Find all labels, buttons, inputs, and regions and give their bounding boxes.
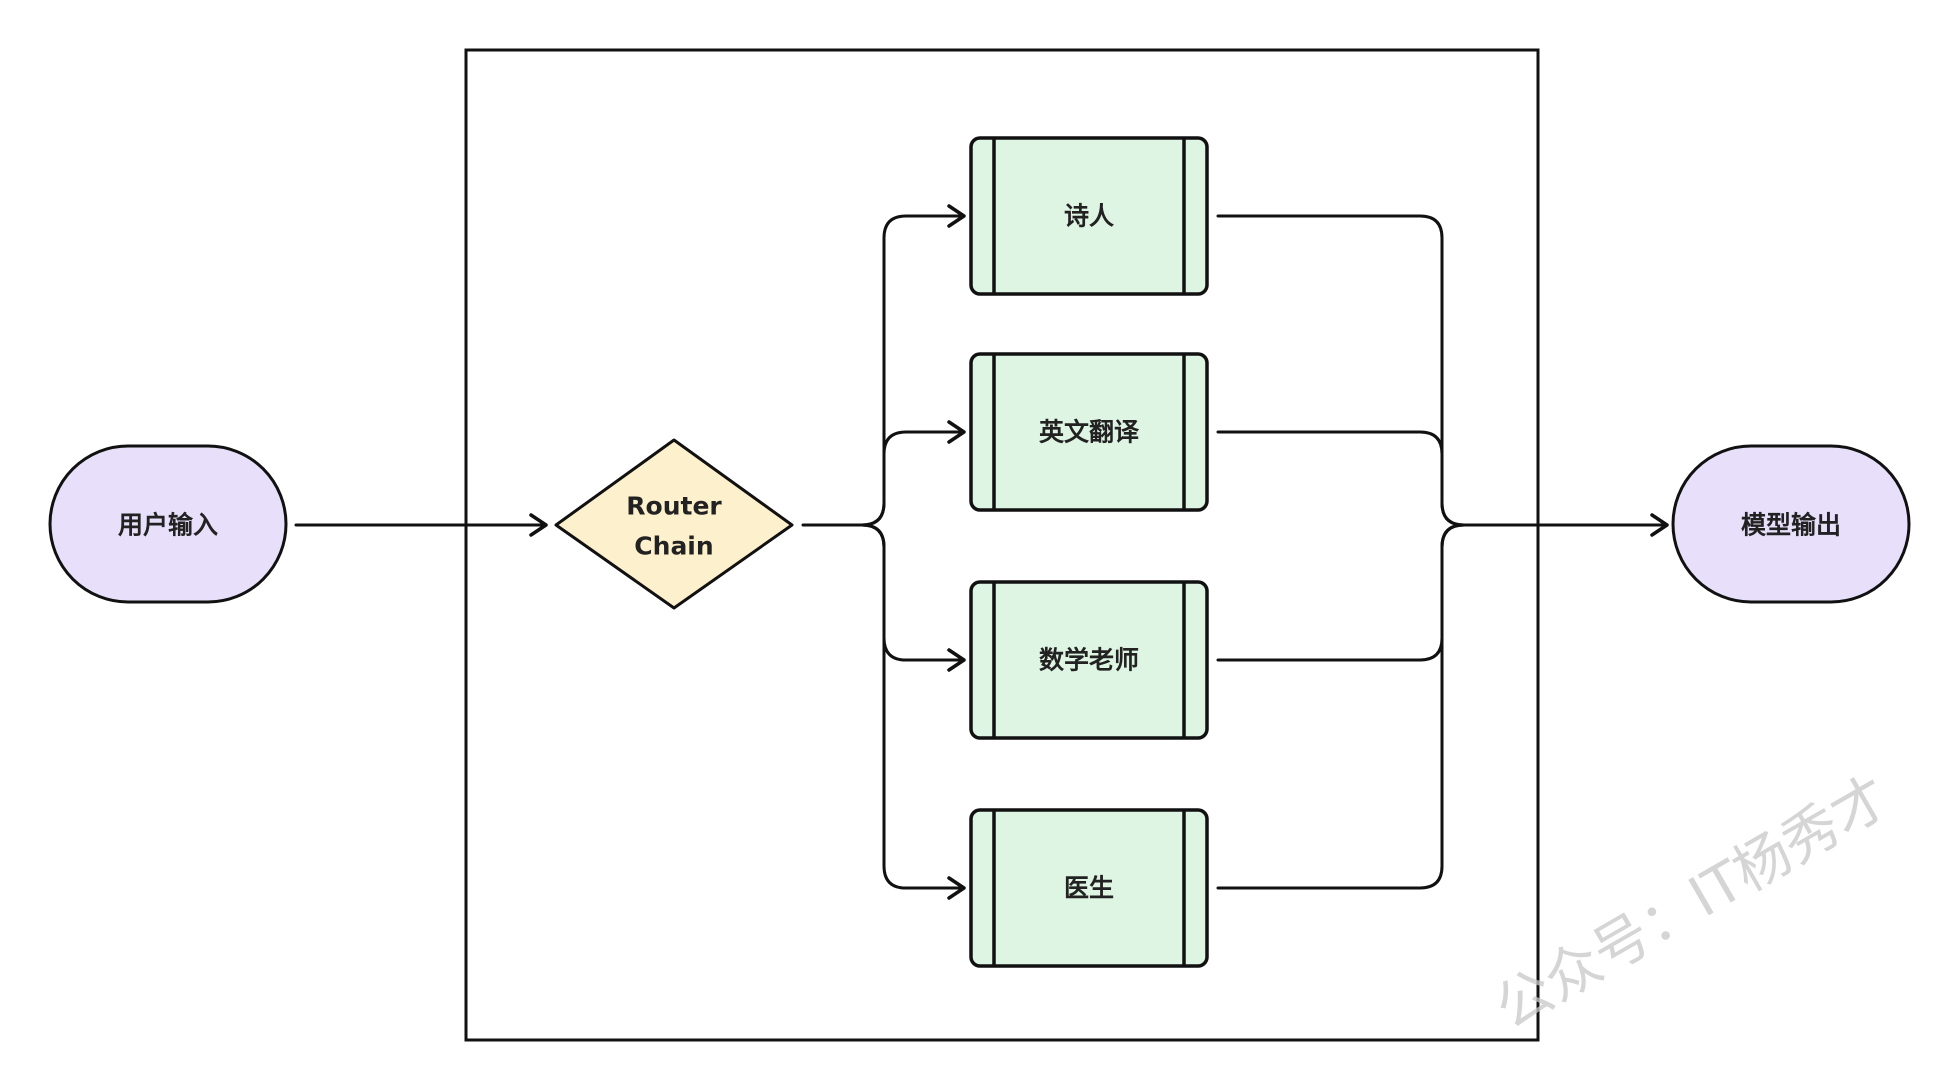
expert-node-doctor: 医生 [969, 808, 1209, 968]
router-label-line1: Router [626, 492, 722, 521]
expert-node-translator: 英文翻译 [969, 352, 1209, 512]
expert-label-math-teacher: 数学老师 [1039, 646, 1139, 675]
router-chain-node: Router Chain [554, 438, 794, 610]
translator-to-merge-line [1216, 430, 1466, 527]
input-node: 用户输入 [48, 444, 288, 604]
expert-label-doctor: 医生 [1064, 874, 1114, 903]
router-to-translator-arrow [860, 420, 966, 527]
router-label-line2: Chain [634, 532, 713, 561]
expert-label-poet: 诗人 [1064, 202, 1114, 231]
watermark: 公众号：IT杨秀才 [1485, 764, 1901, 1042]
input-node-label: 用户输入 [118, 511, 218, 540]
expert-node-math-teacher: 数学老师 [969, 580, 1209, 740]
connectors [294, 204, 1669, 900]
router-to-doctor-arrow [860, 523, 966, 900]
router-to-math-teacher-arrow [860, 523, 966, 672]
expert-node-poet: 诗人 [969, 136, 1209, 296]
router-chain-container [464, 48, 1540, 1042]
poet-to-merge-line [1216, 214, 1466, 527]
expert-label-translator: 英文翻译 [1039, 418, 1140, 447]
math-teacher-to-merge-line [1216, 523, 1466, 662]
doctor-to-merge-line [1216, 523, 1466, 890]
output-node-label: 模型输出 [1741, 511, 1841, 540]
output-node: 模型输出 [1671, 444, 1911, 604]
